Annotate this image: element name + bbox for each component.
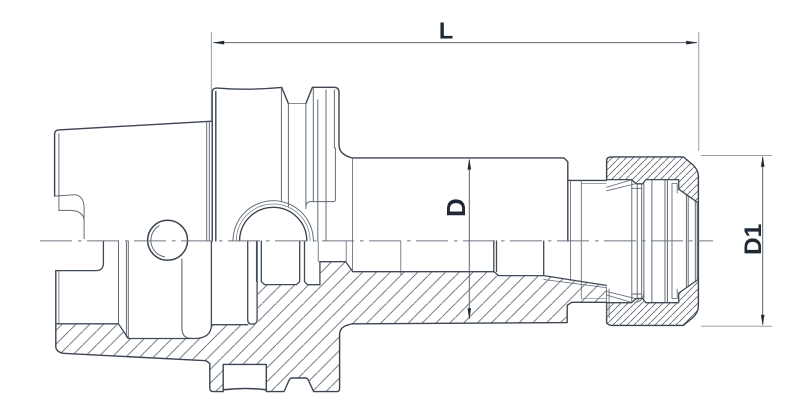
svg-text:D1: D1 — [740, 224, 767, 255]
svg-text:L: L — [439, 17, 453, 43]
svg-text:D: D — [441, 198, 471, 217]
